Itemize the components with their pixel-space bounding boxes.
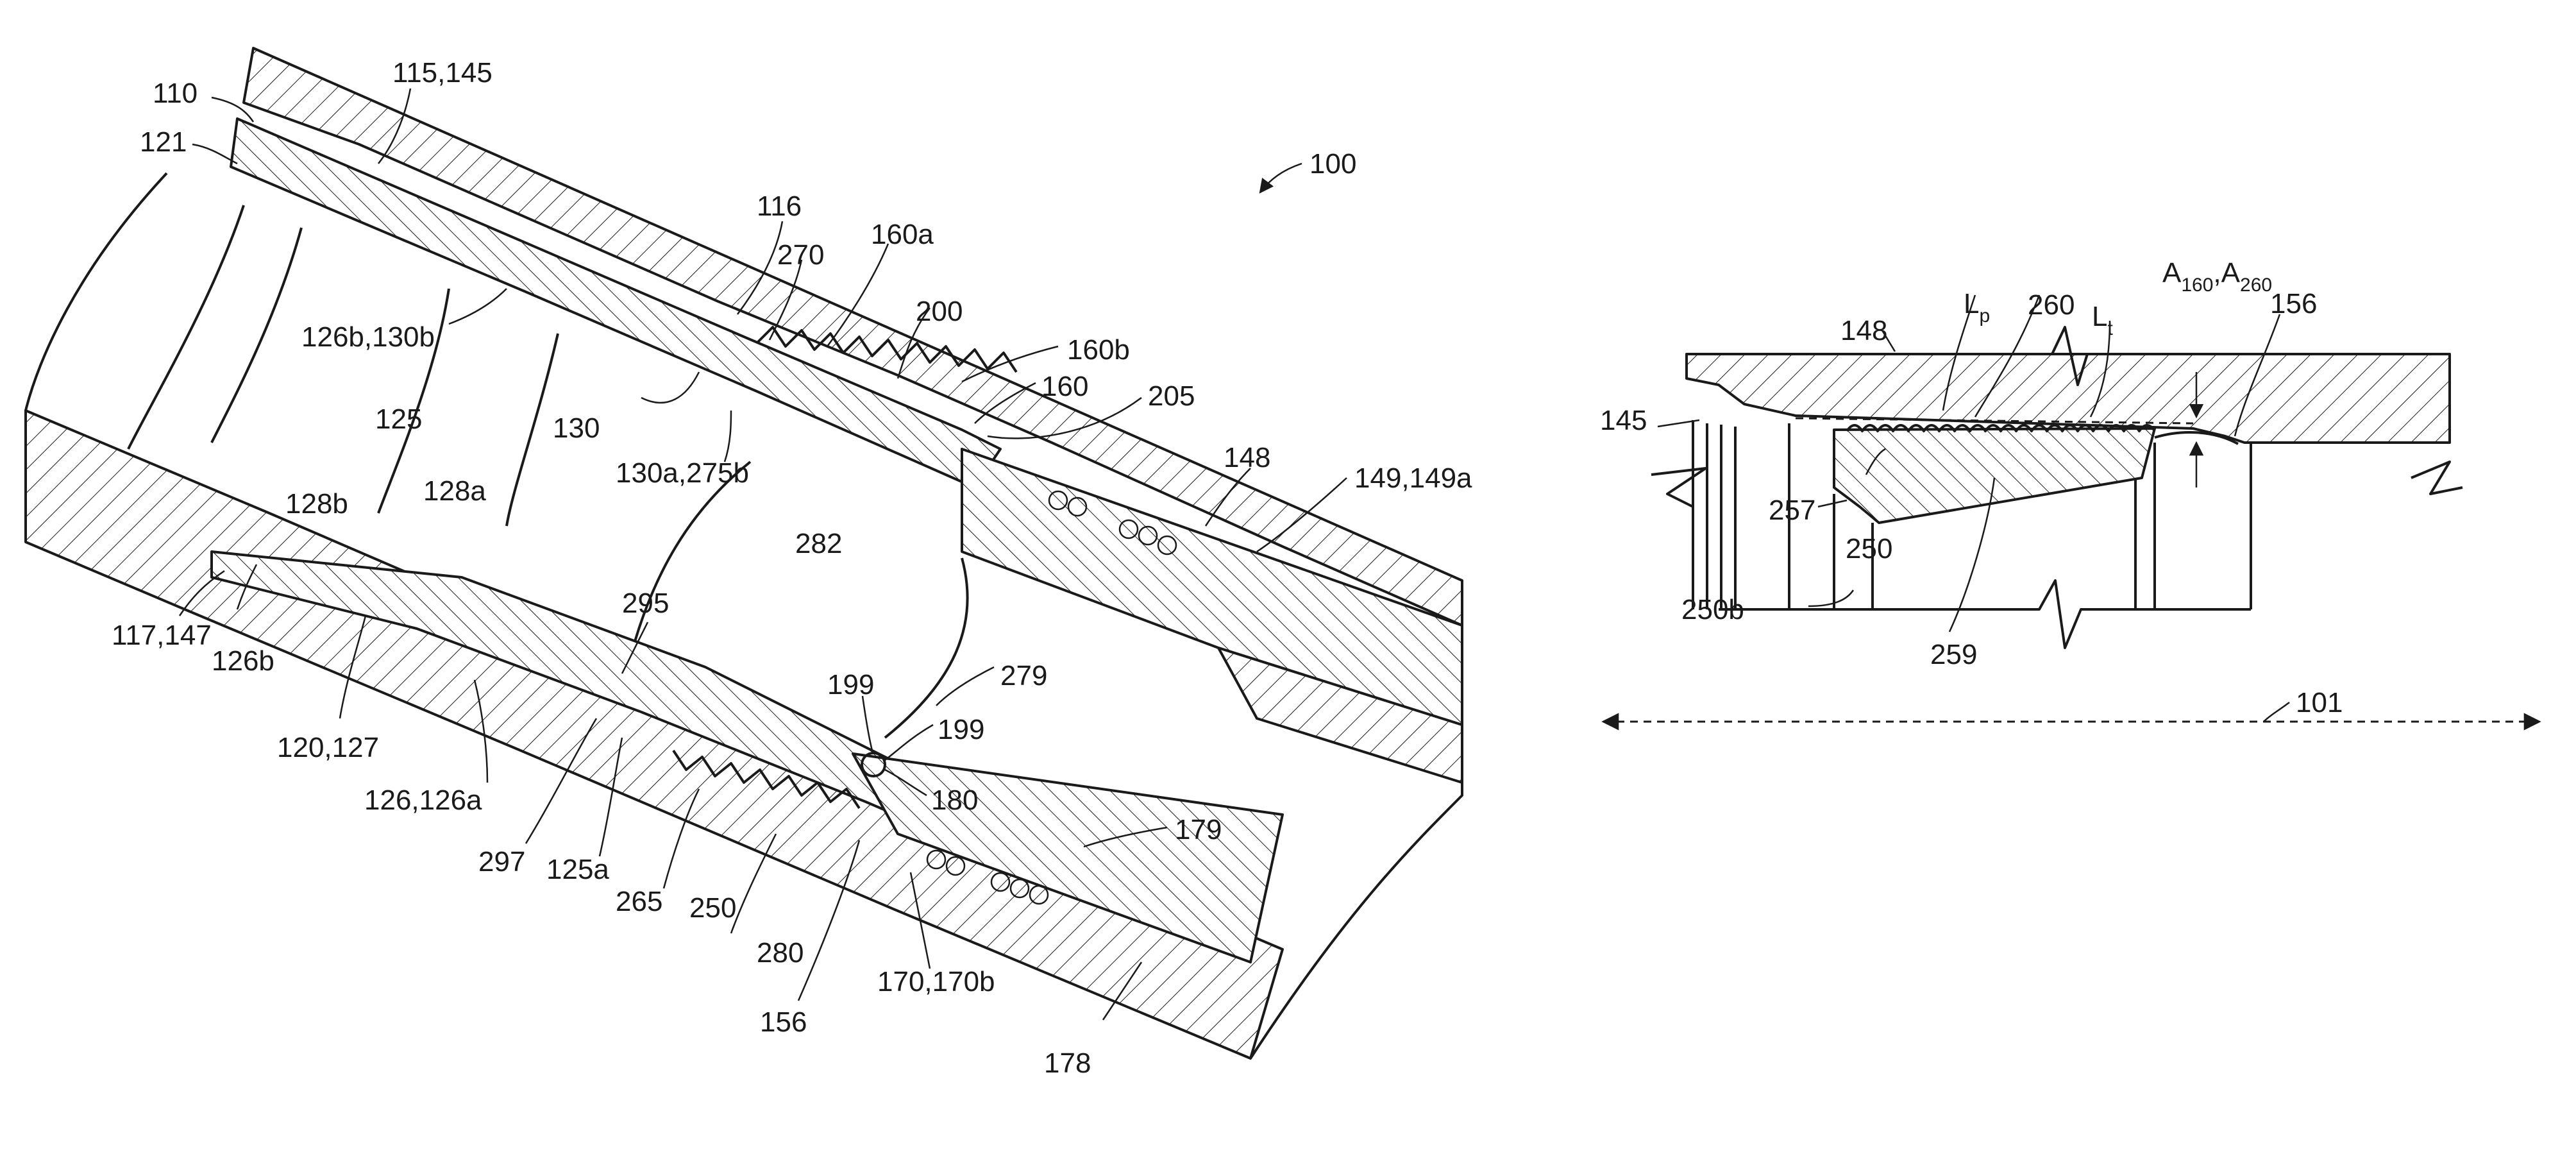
label-149-149a: 149,149a (1354, 462, 1472, 494)
label-100: 100 (1309, 148, 1356, 180)
label-lt: Lt (2092, 301, 2113, 339)
label-282: 282 (795, 528, 842, 559)
detail-break-right (2411, 462, 2462, 494)
ref-100-arrow (1260, 164, 1302, 192)
label-lp-main: L (1964, 288, 1979, 319)
figure-101-detail-view (1603, 295, 2539, 722)
label-265: 265 (616, 886, 662, 917)
label-148: 148 (1224, 442, 1270, 473)
label-270: 270 (777, 239, 824, 271)
label-115-145: 115,145 (392, 57, 492, 89)
detail-baseline (1719, 581, 2251, 648)
label-178: 178 (1044, 1047, 1091, 1079)
detail-break-left (1651, 468, 1706, 507)
label-279: 279 (1000, 660, 1047, 691)
label-117-147: 117,147 (112, 620, 212, 651)
label-180: 180 (931, 784, 978, 816)
label-148-detail: 148 (1840, 315, 1887, 346)
label-125: 125 (375, 403, 422, 435)
label-126-126a: 126,126a (364, 784, 482, 816)
label-angle-sub1: 160 (2181, 275, 2213, 296)
label-170-170b: 170,170b (877, 966, 995, 997)
label-121: 121 (140, 126, 187, 158)
label-179: 179 (1175, 814, 1222, 845)
label-297: 297 (478, 846, 525, 878)
axis-101-leader (2264, 702, 2289, 722)
label-200: 200 (916, 296, 963, 327)
label-160: 160 (1041, 371, 1088, 402)
label-lp-sub: p (1979, 305, 1990, 326)
label-156: 156 (760, 1006, 807, 1038)
label-130a-275b: 130a,275b (616, 457, 749, 489)
label-lt-sub: t (2107, 318, 2113, 339)
label-250-detail: 250 (1846, 533, 1892, 564)
label-280: 280 (757, 937, 804, 969)
label-250b: 250b (1681, 594, 1744, 625)
detail-pin-250 (1834, 428, 2155, 523)
label-angle-sub2: 260 (2240, 275, 2272, 296)
label-lt-main: L (2092, 301, 2107, 332)
figure-100-section-view (26, 48, 1462, 1058)
label-128b: 128b (285, 488, 348, 520)
label-250: 250 (689, 892, 736, 924)
label-199-top: 199 (827, 669, 874, 700)
label-260: 260 (2028, 289, 2075, 321)
label-angle-a: A (2162, 257, 2182, 289)
label-angle-b: A (2221, 257, 2241, 289)
label-126b-130b: 126b,130b (301, 321, 435, 353)
label-199-side: 199 (938, 714, 984, 745)
label-205: 205 (1148, 380, 1195, 412)
label-160a: 160a (871, 219, 934, 250)
label-120-127: 120,127 (277, 732, 379, 763)
upper-inner-liner (231, 119, 1000, 488)
label-lp: Lp (1964, 288, 1990, 326)
label-125a: 125a (546, 854, 609, 885)
label-126b: 126b (212, 645, 274, 677)
bore-curve-1 (26, 173, 167, 411)
label-156-detail: 156 (2270, 288, 2317, 319)
label-101: 101 (2296, 687, 2343, 718)
bore-curve-7 (885, 558, 968, 738)
label-128a: 128a (423, 475, 486, 507)
bore-curve-5 (507, 334, 558, 526)
bore-curve-3 (212, 228, 301, 443)
label-295: 295 (622, 588, 669, 619)
label-259: 259 (1930, 639, 1977, 670)
label-116: 116 (757, 191, 802, 222)
label-angle-sep: , (2213, 257, 2221, 289)
label-110: 110 (153, 78, 198, 109)
label-257: 257 (1769, 495, 1815, 526)
label-160b: 160b (1067, 334, 1130, 366)
label-130: 130 (553, 412, 600, 444)
label-145: 145 (1600, 405, 1647, 436)
label-angle: A160,A260 (2162, 257, 2272, 296)
